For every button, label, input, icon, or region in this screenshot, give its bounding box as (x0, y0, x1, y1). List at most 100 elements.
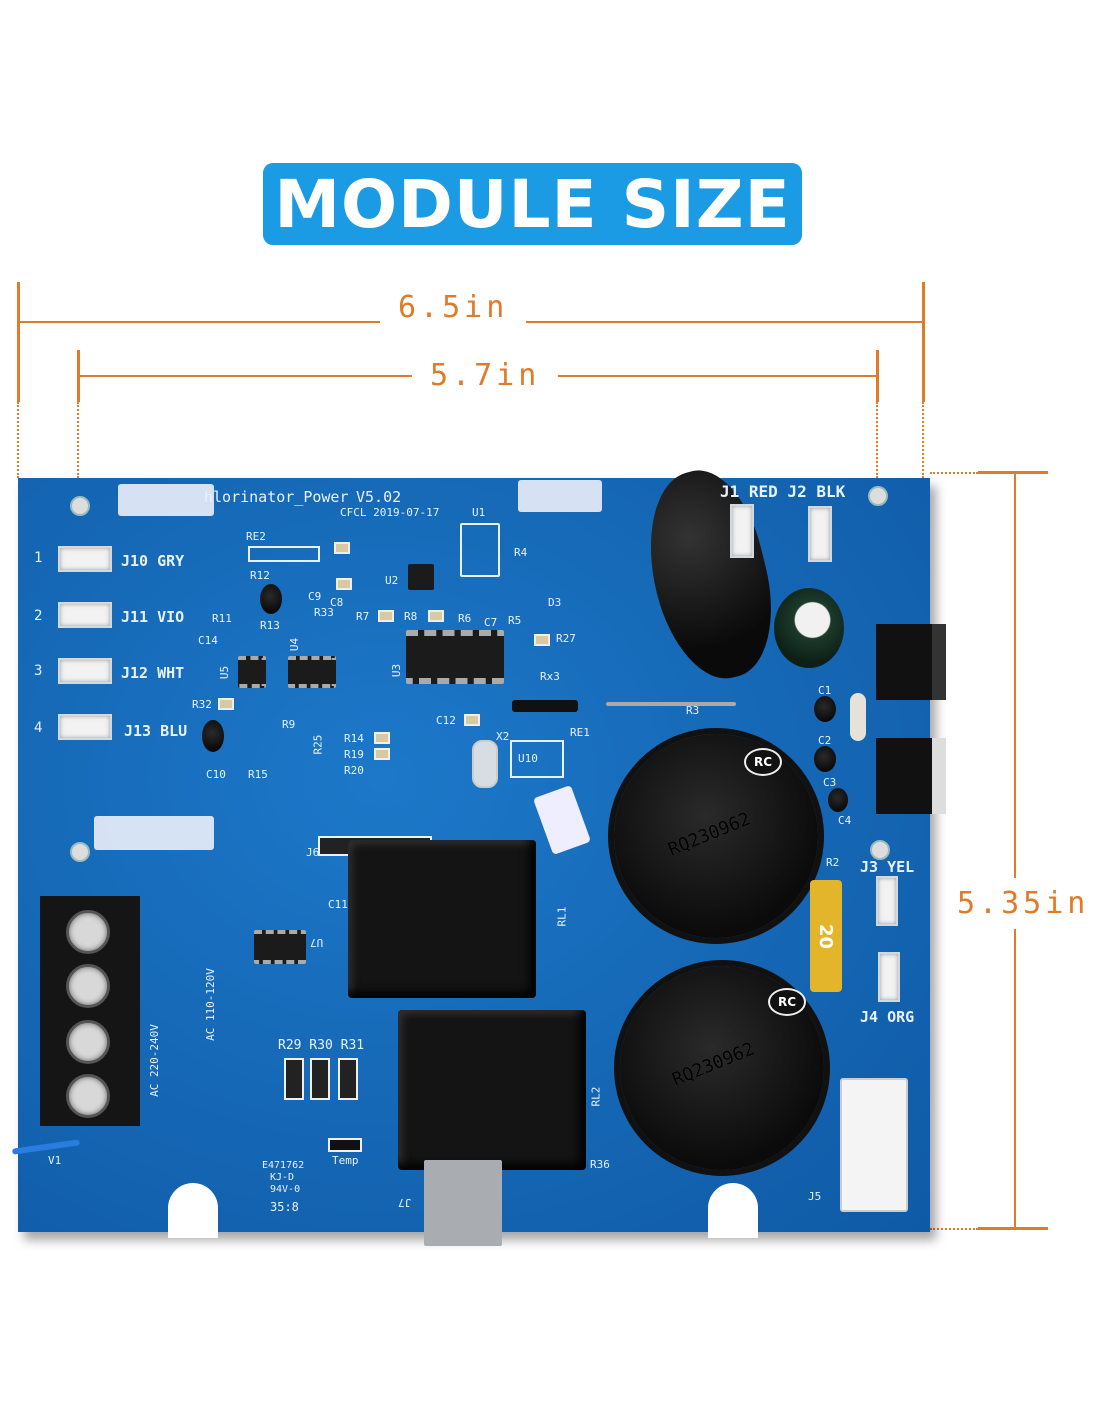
relay-rl2 (398, 1010, 586, 1170)
cert-line: KJ-D (270, 1172, 295, 1183)
part-label: C1 (818, 684, 832, 697)
part-label: J6 (306, 846, 320, 859)
part-label-u2: U2 (385, 574, 399, 587)
part-label: C8 (330, 596, 344, 609)
connector-j13[interactable] (58, 714, 112, 740)
part-label-u4: U4 (288, 637, 302, 652)
connector-j1[interactable] (730, 504, 754, 558)
part-label-u3: U3 (390, 663, 404, 678)
chip-u5 (238, 656, 266, 688)
cert-line: E471762 (262, 1160, 305, 1171)
board-notch (708, 1183, 758, 1238)
part-label: C14 (198, 634, 218, 647)
smd-resistor (334, 542, 350, 554)
connector-label-j13: J13 BLU (124, 722, 188, 740)
crystal-x2 (472, 740, 498, 788)
cert-line: 35:8 (270, 1200, 299, 1214)
part-label: C12 (436, 714, 456, 727)
connector-j4[interactable] (878, 952, 900, 1002)
ac-label-110: AC 110-120V (203, 968, 217, 1041)
resistor-r30 (310, 1058, 330, 1100)
height-line (1014, 472, 1016, 1228)
connector-j7[interactable] (424, 1160, 502, 1246)
overall-width-tick-right (922, 282, 925, 402)
height-tick-bottom (978, 1227, 1048, 1230)
pcb-board: hlorinator_Power V5.02 CFCL 2019-07-17 1… (11, 459, 946, 1246)
smd-resistor (378, 610, 394, 622)
connector-label-j4: J4 ORG (860, 1008, 915, 1026)
power-resistor (850, 693, 866, 741)
cert-line: 94V-0 (270, 1184, 301, 1195)
mounting-hole (868, 486, 888, 506)
part-label-u7: U7 (310, 936, 324, 949)
terminal-screw[interactable] (66, 910, 110, 954)
fuse-rating: 20 (815, 923, 837, 949)
connector-label-j12: J12 WHT (121, 664, 185, 682)
smd-resistor (464, 714, 480, 726)
temp-jumper[interactable] (328, 1138, 362, 1152)
terminal-screw[interactable] (66, 964, 110, 1008)
part-label: RE2 (246, 530, 266, 543)
terminal-screw[interactable] (66, 1074, 110, 1118)
height-guide-top (930, 472, 978, 474)
board-name: hlorinator_Power (204, 488, 349, 506)
height-tick-top (978, 471, 1048, 474)
mount-width-tick-left (77, 350, 80, 402)
terminal-screw[interactable] (66, 1020, 110, 1064)
part-label: R25 (311, 734, 325, 755)
connector-j11[interactable] (58, 602, 112, 628)
capacitor-brand: RC (744, 748, 782, 776)
bulk-capacitor (614, 734, 818, 938)
overall-width-tick-left (17, 282, 20, 402)
connector-j3[interactable] (876, 876, 898, 926)
connector-j12[interactable] (58, 658, 112, 684)
height-label: 5.35in (945, 878, 1100, 929)
part-label: R4 (514, 546, 528, 559)
chip-u4 (288, 656, 336, 688)
part-label: R6 (458, 612, 472, 625)
part-label: J5 (808, 1190, 822, 1203)
re2-header (248, 546, 320, 562)
temp-label: Temp (332, 1154, 359, 1167)
part-label: R27 (556, 632, 576, 645)
plastic-standoff (118, 484, 214, 516)
resistor-r29 (284, 1058, 304, 1100)
part-label: X2 (496, 730, 510, 743)
plastic-standoff (94, 816, 214, 850)
part-label: R13 (260, 619, 280, 632)
connector-label-j11: J11 VIO (121, 608, 185, 626)
overall-width-guide-right (922, 402, 924, 478)
jumper-wire-v1 (11, 1139, 81, 1155)
part-label: V1 (48, 1154, 62, 1167)
part-label: C10 (206, 768, 226, 781)
smd-resistor (218, 698, 234, 710)
connector-j5[interactable] (840, 1078, 908, 1212)
part-label: C2 (818, 734, 832, 747)
capacitor-brand: RC (768, 988, 806, 1016)
pin-number: 3 (34, 663, 43, 679)
part-label: R3 (686, 704, 700, 717)
blade-fuse[interactable]: 20 (810, 880, 842, 992)
electrolytic-capacitor (774, 588, 844, 668)
board-notch (168, 1183, 218, 1238)
wire-resistor-r3 (606, 702, 736, 706)
resistor-row-label: R29 R30 R31 (278, 1038, 365, 1053)
part-label: R8 (404, 610, 418, 623)
part-label: R9 (282, 718, 296, 731)
part-label: C3 (823, 776, 837, 789)
connector-label-j1-j2: J1 RED J2 BLK (720, 482, 846, 501)
part-label: C11 (328, 898, 348, 911)
part-label: R33 (314, 606, 334, 619)
connector-j2[interactable] (808, 506, 832, 562)
part-label: R19 (344, 748, 364, 761)
relay-rl1 (348, 840, 536, 998)
smd-resistor (374, 732, 390, 744)
chip-u7 (254, 930, 306, 964)
board-version: V5.02 (356, 488, 402, 506)
heatsink (876, 738, 946, 814)
chip-u3 (406, 630, 504, 684)
part-label-u10: U10 (518, 752, 538, 765)
heatsink (876, 624, 946, 700)
connector-j10[interactable] (58, 546, 112, 572)
chip-u1-outline (460, 523, 500, 577)
